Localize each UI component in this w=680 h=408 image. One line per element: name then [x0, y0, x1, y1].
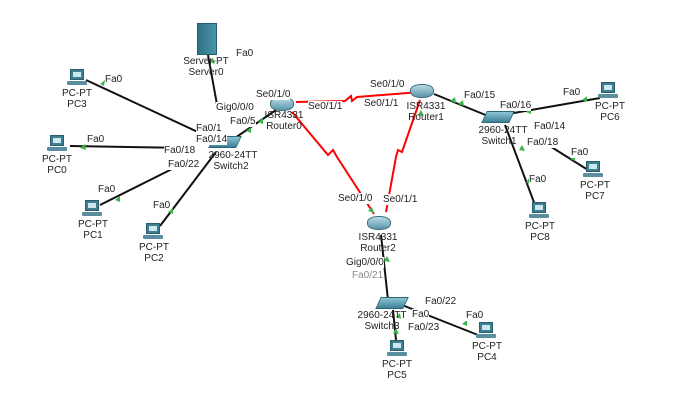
port-label: Se0/1/0	[370, 79, 405, 90]
port-label: Fa0/5	[230, 116, 256, 127]
pc1-type: PC-PT	[78, 219, 108, 230]
pc3-icon[interactable]	[67, 69, 87, 87]
link-router2-switch3[interactable]	[380, 234, 389, 301]
port-label-se010-router0: Se0/1/0	[256, 89, 291, 100]
link-router0-router2-serial[interactable]	[291, 111, 375, 215]
pc5-name: PC5	[387, 370, 407, 381]
port-label: Fa0	[105, 74, 123, 85]
pc5-type: PC-PT	[382, 359, 412, 370]
port-label: Fa0	[98, 184, 116, 195]
port-label: Fa0/23	[408, 322, 440, 333]
router2-name: Router2	[360, 243, 396, 254]
pc6-name: PC6	[600, 112, 620, 123]
server0-name: Server0	[188, 67, 224, 78]
pc2-type: PC-PT	[139, 242, 169, 253]
switch1-type: 2960-24TT	[478, 125, 528, 136]
router0-type: ISR4331	[264, 110, 304, 121]
switch3-icon[interactable]	[375, 297, 409, 309]
port-label: Fa0/14	[534, 121, 566, 132]
link-pc1-switch2[interactable]	[99, 166, 177, 206]
link-pc3-switch2[interactable]	[85, 79, 216, 141]
pc6-type: PC-PT	[595, 101, 625, 112]
port-label: Fa0/18	[164, 145, 196, 156]
pc1-name: PC1	[83, 230, 103, 241]
pc7-name: PC7	[585, 191, 605, 202]
port-label: Fa0	[466, 310, 484, 321]
pc3-name: PC3	[67, 99, 87, 110]
port-label: Fa0/22	[168, 159, 200, 170]
port-label: Fa0	[153, 200, 171, 211]
pc6-icon[interactable]	[598, 82, 618, 100]
pc1-icon[interactable]	[82, 200, 102, 218]
pc5-icon[interactable]	[387, 340, 407, 358]
port-label: Se0/1/0	[338, 193, 373, 204]
port-label: Gig0/0/0	[216, 102, 254, 113]
pc0-type: PC-PT	[42, 154, 72, 165]
switch2-name: Switch2	[213, 161, 249, 172]
server-icon[interactable]	[197, 23, 217, 55]
switch3-name: Switch3	[364, 321, 400, 332]
switch1-name: Switch1	[481, 136, 517, 147]
switch3-type: 2960-24TT	[357, 310, 407, 321]
router2-icon[interactable]	[367, 216, 391, 230]
port-label: Fa0	[236, 48, 254, 59]
link-switch1-pc8[interactable]	[504, 124, 536, 206]
router1-name: Router1	[408, 112, 444, 123]
pc4-name: PC4	[477, 352, 497, 363]
pc3-type: PC-PT	[62, 88, 92, 99]
pc8-icon[interactable]	[529, 202, 549, 220]
link-router1-router2-serial[interactable]	[385, 99, 421, 213]
port-label: Fa0/15	[464, 90, 496, 101]
port-label: Gig0/0/0	[346, 257, 384, 268]
pc4-type: PC-PT	[472, 341, 502, 352]
port-label: Fa0	[529, 174, 547, 185]
router1-icon[interactable]	[410, 84, 434, 98]
port-label: Fa0/14	[196, 134, 228, 145]
link-pc2-switch2[interactable]	[159, 151, 217, 227]
port-label: Fa0/18	[527, 137, 559, 148]
pc0-icon[interactable]	[47, 135, 67, 153]
switch1-icon[interactable]	[481, 111, 515, 123]
pc8-name: PC8	[530, 232, 550, 243]
port-label: Fa0/16	[500, 100, 532, 111]
pc0-name: PC0	[47, 165, 67, 176]
port-label: Fa0/1	[196, 123, 222, 134]
port-label: Fa0	[412, 309, 430, 320]
pc7-type: PC-PT	[580, 180, 610, 191]
port-label: Fa0/21	[352, 270, 384, 281]
port-label: Se0/1/1	[383, 194, 418, 205]
router1-type: ISR4331	[406, 101, 446, 112]
port-label-se011-router0: Se0/1/1	[308, 101, 343, 112]
server0-type: Server-PT	[183, 56, 229, 67]
switch2-type: 2960-24TT	[208, 150, 258, 161]
pc8-type: PC-PT	[525, 221, 555, 232]
pc2-icon[interactable]	[143, 223, 163, 241]
port-label: Se0/1/1	[364, 98, 399, 109]
port-label: Fa0/22	[425, 296, 457, 307]
port-status-indicators	[80, 58, 587, 334]
port-label: Fa0	[87, 134, 105, 145]
link-switch3-pc5[interactable]	[392, 309, 397, 341]
port-label: Fa0	[563, 87, 581, 98]
router2-type: ISR4331	[358, 232, 398, 243]
pc4-icon[interactable]	[476, 322, 496, 340]
pc2-name: PC2	[144, 253, 164, 264]
port-label: Fa0	[571, 147, 589, 158]
link-server0-switch2[interactable]	[207, 54, 219, 111]
router0-name: Router0	[266, 121, 302, 132]
pc7-icon[interactable]	[583, 161, 603, 179]
